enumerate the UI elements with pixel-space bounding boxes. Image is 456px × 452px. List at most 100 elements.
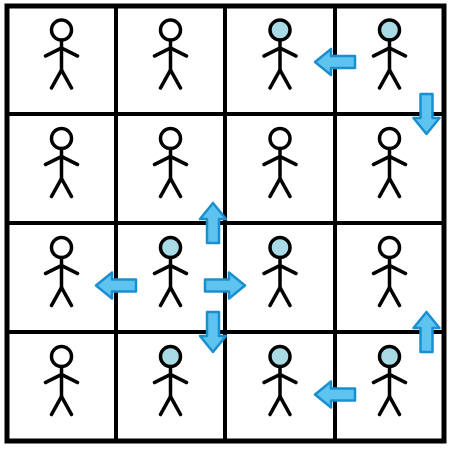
person-left-leg (268, 176, 282, 199)
person-left-leg (377, 394, 392, 417)
person-left-leg (268, 285, 282, 308)
arrow-left-icon (313, 380, 357, 409)
person-left-leg (49, 68, 64, 90)
person-head (268, 126, 292, 151)
person-highlighted-icon (371, 18, 408, 90)
person-right-arm (278, 372, 298, 385)
person-left-arm (43, 263, 64, 276)
person-left-arm (152, 372, 173, 385)
person-head (268, 235, 292, 260)
person-right-leg (168, 394, 183, 417)
person-head (158, 235, 183, 260)
person-right-arm (278, 46, 298, 58)
person-head (158, 18, 183, 42)
person-right-arm (387, 154, 408, 167)
person-right-leg (278, 285, 292, 308)
person-left-arm (262, 154, 282, 167)
person-head (49, 235, 74, 260)
arrow-down-icon (198, 310, 228, 354)
person-icon (43, 126, 80, 199)
person-icon (152, 18, 189, 90)
person-left-leg (49, 394, 64, 417)
person-highlighted-icon (262, 235, 298, 308)
person-left-arm (43, 154, 64, 167)
person-right-leg (168, 285, 183, 308)
person-head (377, 235, 402, 260)
person-right-arm (168, 263, 189, 276)
person-head (49, 18, 74, 42)
arrow-up-icon (198, 201, 228, 245)
person-left-arm (262, 46, 282, 58)
person-head (49, 126, 74, 151)
grid-border (4, 3, 447, 444)
person-right-leg (387, 285, 402, 308)
person-left-arm (262, 263, 282, 276)
person-right-arm (59, 263, 80, 276)
person-right-leg (387, 176, 402, 199)
person-right-leg (168, 68, 183, 90)
person-head (158, 344, 183, 369)
person-highlighted-icon (262, 344, 298, 417)
person-head (268, 18, 292, 42)
person-icon (152, 126, 189, 199)
person-highlighted-icon (262, 18, 298, 90)
person-icon (43, 18, 80, 90)
person-right-leg (59, 394, 74, 417)
person-icon (43, 235, 80, 308)
person-right-arm (59, 46, 80, 58)
person-head (49, 344, 74, 369)
person-right-arm (387, 46, 408, 58)
person-left-arm (371, 154, 392, 167)
person-right-leg (387, 394, 402, 417)
person-head (377, 18, 402, 42)
person-right-arm (387, 263, 408, 276)
person-right-leg (278, 68, 292, 90)
person-left-leg (377, 68, 392, 90)
person-left-leg (377, 285, 392, 308)
person-left-arm (43, 372, 64, 385)
person-left-arm (371, 372, 392, 385)
arrows-layer (94, 47, 441, 409)
person-icon (262, 126, 298, 199)
person-right-arm (278, 154, 298, 167)
person-left-arm (152, 154, 173, 167)
person-right-leg (59, 68, 74, 90)
person-highlighted-icon (371, 344, 408, 417)
person-icon (371, 235, 408, 308)
arrow-down-icon (412, 92, 441, 136)
person-right-leg (387, 68, 402, 90)
person-left-leg (268, 68, 282, 90)
person-icon (371, 126, 408, 199)
person-right-leg (168, 176, 183, 199)
person-right-arm (387, 372, 408, 385)
person-left-arm (43, 46, 64, 58)
person-right-arm (168, 372, 189, 385)
people-layer (43, 18, 408, 417)
person-right-leg (278, 394, 292, 417)
person-right-leg (278, 176, 292, 199)
person-right-leg (59, 285, 74, 308)
person-right-arm (168, 154, 189, 167)
person-icon (43, 344, 80, 417)
person-right-arm (278, 263, 298, 276)
person-highlighted-icon (152, 344, 189, 417)
person-highlighted-icon (152, 235, 189, 308)
person-left-leg (49, 285, 64, 308)
person-left-leg (268, 394, 282, 417)
grid-lines (4, 3, 447, 444)
person-right-leg (59, 176, 74, 199)
arrow-left-icon (94, 271, 138, 300)
person-right-arm (168, 46, 189, 58)
person-left-arm (152, 46, 173, 58)
person-left-leg (158, 176, 173, 199)
person-left-leg (158, 285, 173, 308)
person-left-leg (158, 394, 173, 417)
person-head (377, 344, 402, 369)
arrow-left-icon (313, 47, 357, 77)
person-left-arm (371, 46, 392, 58)
person-head (377, 126, 402, 151)
person-left-leg (158, 68, 173, 90)
person-left-arm (371, 263, 392, 276)
person-right-arm (59, 154, 80, 167)
